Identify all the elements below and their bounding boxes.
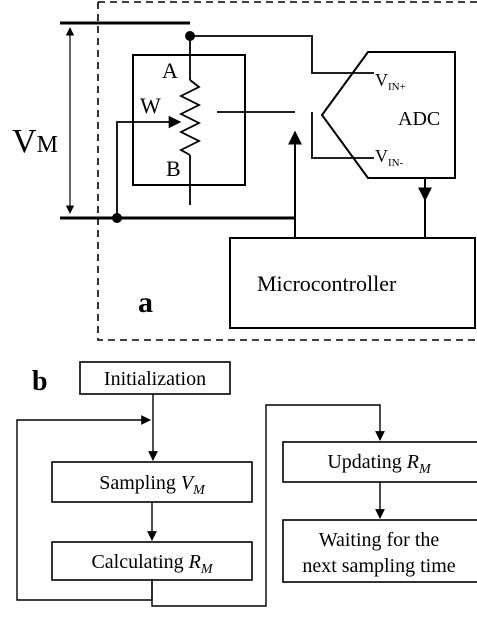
junction-dot-bottom [112, 213, 122, 223]
panel-a-label: a [138, 286, 153, 319]
waiting-label-line1: Waiting for the [319, 529, 440, 551]
adc-label: ADC [398, 108, 440, 130]
vin-minus-label: VIN- [375, 146, 404, 169]
terminal-b-label: B [166, 156, 181, 181]
sampling-label: Sampling VM [99, 472, 206, 498]
microcontroller-label: Microcontroller [257, 271, 397, 296]
vin-plus-label: VIN+ [375, 70, 406, 93]
vin-plus-wire [190, 35, 374, 74]
wiper-wire [116, 115, 182, 218]
init-box [79, 361, 231, 395]
panel-b-label: b [32, 366, 48, 397]
updating-label: Updating RM [327, 451, 432, 477]
calc-to-update-line [151, 404, 385, 607]
loop-back-line [16, 415, 153, 601]
init-label: Initialization [104, 368, 206, 390]
calculating-label: Calculating RM [91, 551, 213, 577]
resistor-zigzag [178, 79, 202, 156]
potentiometer-box [132, 54, 246, 186]
terminal-w-label: W [140, 93, 161, 118]
vin-minus-wire [311, 112, 374, 159]
dashed-enclosure [97, 1, 477, 341]
waiting-label-line2: next sampling time [302, 555, 455, 577]
panel-a-circuit: VM A W B VIN+ ADC VIN- Microcontroller a [12, 1, 477, 341]
panel-b-flowchart: b Initialization Sampling VM Calculating… [16, 361, 477, 607]
waiting-box [282, 519, 477, 583]
adc-symbol [320, 51, 456, 179]
terminal-a-label: A [162, 58, 178, 83]
microcontroller-box [229, 237, 476, 329]
updating-box [282, 441, 477, 483]
vm-label: VM [12, 123, 58, 160]
